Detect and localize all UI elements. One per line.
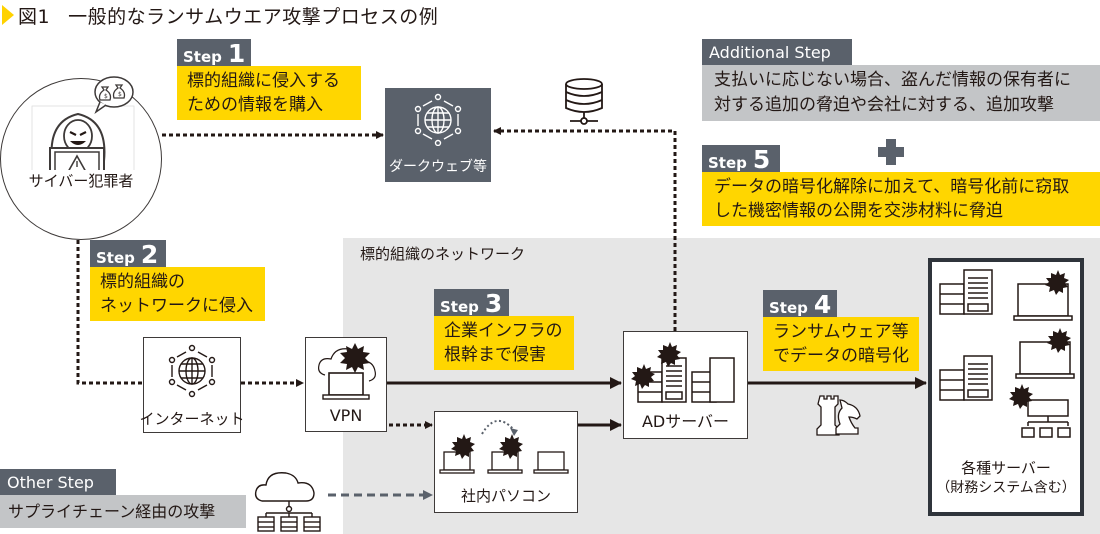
money-bags-icon: $ $ bbox=[94, 76, 134, 115]
servers-title: 各種サーバー bbox=[961, 459, 1051, 477]
step-line: 企業インフラの bbox=[444, 321, 563, 341]
step-label: Step bbox=[440, 298, 479, 316]
servers-subtitle: （財務システム含む） bbox=[936, 480, 1076, 496]
step-number: 1 bbox=[227, 38, 246, 68]
malware-burst-icon bbox=[451, 434, 523, 459]
step-label: Step bbox=[183, 48, 222, 66]
malware-burst-icon bbox=[340, 343, 370, 373]
additional-line: 対する追加の脅迫や会社に対する、追加攻撃 bbox=[714, 95, 1054, 115]
step-line: 根幹まで侵害 bbox=[444, 345, 546, 365]
network-globe-icon bbox=[414, 93, 462, 146]
step-line: でデータの暗号化 bbox=[773, 346, 909, 366]
chess-pieces-icon bbox=[816, 395, 861, 436]
additional-step-description: 支払いに応じない場合、盗んだ情報の保有者に 対する追加の脅迫や会社に対する、追加… bbox=[702, 65, 1100, 121]
network-globe-icon bbox=[168, 344, 216, 398]
additional-line: 支払いに応じない場合、盗んだ情報の保有者に bbox=[714, 70, 1071, 90]
title-marker-icon bbox=[2, 5, 14, 25]
step-number: 3 bbox=[484, 288, 503, 318]
step-4: Step 4 ランサムウェア等 でデータの暗号化 bbox=[763, 290, 919, 371]
step-5-tag: Step 5 bbox=[702, 145, 780, 172]
step-line: ネットワークに侵入 bbox=[100, 296, 253, 316]
step-line: ランサムウェア等 bbox=[773, 322, 909, 342]
figure-number: 図1 bbox=[18, 5, 51, 28]
step-number: 5 bbox=[752, 144, 771, 174]
step-2-description: 標的組織の ネットワークに侵入 bbox=[90, 267, 265, 321]
step-2-tag: Step 2 bbox=[90, 240, 166, 267]
internet-label: インターネット bbox=[139, 410, 245, 428]
step-number: 4 bbox=[813, 289, 832, 319]
step-line: 標的組織の bbox=[100, 272, 185, 292]
additional-step: Additional Step 支払いに応じない場合、盗んだ情報の保有者に 対す… bbox=[702, 39, 1100, 121]
step-1: Step 1 標的組織に侵入する ための情報を購入 bbox=[177, 39, 361, 120]
hacker-laptop-icon bbox=[31, 105, 135, 170]
servers-icons bbox=[939, 269, 1075, 438]
internal-laptops-icon bbox=[439, 420, 569, 474]
figure-title: 図1 一般的なランサムウエア攻撃プロセスの例 bbox=[0, 0, 438, 30]
ad-server-label: ADサーバー bbox=[641, 412, 730, 431]
target-network-label: 標的組織のネットワーク bbox=[360, 245, 526, 263]
figure-title-text: 一般的なランサムウエア攻撃プロセスの例 bbox=[68, 5, 439, 28]
malware-burst-icon bbox=[631, 342, 681, 389]
cyber-criminal-label: サイバー犯罪者 bbox=[28, 172, 134, 190]
other-step-tag: Other Step bbox=[0, 469, 116, 495]
svg-text:$: $ bbox=[118, 91, 122, 98]
step-label: Step bbox=[96, 249, 135, 267]
dark-web-label: ダークウェブ等 bbox=[389, 159, 487, 175]
step-label: Step bbox=[769, 299, 808, 317]
other-step-description: サプライチェーン経由の攻撃 bbox=[0, 495, 246, 528]
step-4-description: ランサムウェア等 でデータの暗号化 bbox=[763, 317, 919, 371]
internal-pcs-label: 社内パソコン bbox=[460, 487, 551, 505]
step-3-description: 企業インフラの 根幹まで侵害 bbox=[434, 316, 574, 370]
plus-icon bbox=[878, 139, 904, 165]
step-label: Step bbox=[708, 154, 747, 172]
dark-web-node: ダークウェブ等 bbox=[385, 88, 491, 182]
svg-text:$: $ bbox=[104, 93, 108, 100]
step-3: Step 3 企業インフラの 根幹まで侵害 bbox=[434, 289, 574, 370]
additional-step-tag: Additional Step bbox=[702, 39, 852, 65]
various-servers-label: 各種サーバー （財務システム含む） bbox=[928, 458, 1084, 498]
internet-node: インターネット bbox=[140, 337, 245, 433]
vpn-label: VPN bbox=[329, 406, 363, 425]
step-5: Step 5 データの暗号化解除に加えて、暗号化前に窃取 した機密情報の公開を交渉… bbox=[702, 145, 1100, 226]
step-2: Step 2 標的組織の ネットワークに侵入 bbox=[90, 240, 265, 321]
step-line: した機密情報の公開を交渉材料に脅迫 bbox=[714, 201, 1003, 221]
step-line: データの暗号化解除に加えて、暗号化前に窃取 bbox=[714, 177, 1070, 197]
step-1-tag: Step 1 bbox=[177, 39, 251, 66]
ad-server-icon bbox=[631, 342, 735, 403]
other-step: Other Step サプライチェーン経由の攻撃 bbox=[0, 469, 246, 528]
step-line: 標的組織に侵入する bbox=[187, 71, 340, 91]
step-1-description: 標的組織に侵入する ための情報を購入 bbox=[177, 66, 361, 120]
step-line: ための情報を購入 bbox=[187, 95, 323, 115]
step-number: 2 bbox=[140, 239, 159, 269]
step-3-tag: Step 3 bbox=[434, 289, 509, 316]
malware-burst-icon bbox=[1009, 270, 1071, 409]
step-4-tag: Step 4 bbox=[763, 290, 837, 317]
step-5-description: データの暗号化解除に加えて、暗号化前に窃取 した機密情報の公開を交渉材料に脅迫 bbox=[702, 172, 1100, 226]
vpn-cloud-laptop-icon bbox=[318, 343, 376, 400]
database-icon bbox=[565, 78, 603, 125]
cloud-servers-icon bbox=[254, 472, 321, 532]
